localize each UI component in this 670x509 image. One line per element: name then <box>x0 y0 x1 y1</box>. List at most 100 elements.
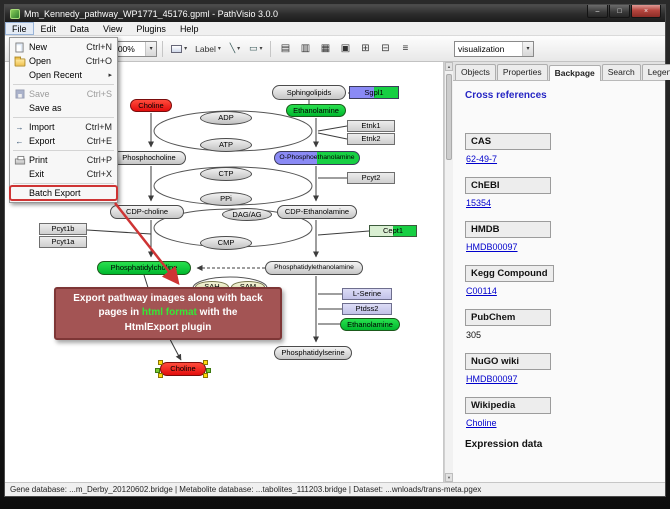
node-pcyt1a[interactable]: Pcyt1a <box>39 236 87 248</box>
menu-view[interactable]: View <box>103 23 123 34</box>
xref-section-wikipedia: Wikipedia Choline <box>465 395 653 428</box>
annotation-line2: pages in html format with the <box>99 306 238 321</box>
menu-item-label: Batch Export <box>29 188 81 198</box>
stack-horizontal-button[interactable]: ⊟ <box>376 40 394 58</box>
file-menu-open[interactable]: Open Ctrl+O <box>10 54 117 68</box>
close-button[interactable]: × <box>631 5 661 18</box>
selection-handle[interactable] <box>155 368 160 373</box>
selection-handle[interactable] <box>203 373 208 378</box>
xref-db-name: ChEBI <box>465 177 551 194</box>
node-ethanolamine-mid[interactable]: Ethanolamine <box>340 318 400 331</box>
file-menu-save[interactable]: Save Ctrl+S <box>10 87 117 101</box>
xref-db-name: Kegg Compound <box>465 265 554 282</box>
node-ctp[interactable]: CTP <box>200 167 252 181</box>
xref-section-kegg: Kegg Compound C00114 <box>465 263 653 296</box>
node-phosphocholine[interactable]: Phosphocholine <box>112 151 186 165</box>
xref-link[interactable]: Choline <box>466 418 497 428</box>
align-horizontal-button[interactable]: ▤ <box>276 40 294 58</box>
zoom-combobox[interactable]: 100% ▾ <box>109 40 158 57</box>
node-etnk2[interactable]: Etnk2 <box>347 133 395 145</box>
stack-vertical-icon: ⊞ <box>361 43 370 54</box>
chevron-down-icon[interactable]: ▾ <box>145 41 157 56</box>
app-icon <box>10 8 20 19</box>
xref-link[interactable]: 15354 <box>466 198 492 208</box>
menu-separator <box>13 183 114 184</box>
tab-properties[interactable]: Properties <box>496 64 548 80</box>
tab-objects[interactable]: Objects <box>455 64 496 80</box>
tab-legend[interactable]: Legend <box>641 64 670 80</box>
align-grid-icon: ▦ <box>320 43 331 54</box>
node-adp[interactable]: ADP <box>200 111 252 125</box>
xref-link[interactable]: HMDB00097 <box>466 242 518 252</box>
node-choline-selected[interactable]: Choline <box>155 360 211 378</box>
cross-references-heading: Cross references <box>465 90 547 101</box>
node-l-serine[interactable]: L-Serine <box>342 288 392 300</box>
node-ppi[interactable]: PPi <box>200 192 252 206</box>
menu-data[interactable]: Data <box>70 23 90 34</box>
node-choline-top[interactable]: Choline <box>130 99 172 112</box>
node-pcyt2[interactable]: Pcyt2 <box>347 172 395 184</box>
file-menu-export[interactable]: ← Export Ctrl+E <box>10 134 117 148</box>
menu-help[interactable]: Help <box>179 23 199 34</box>
shape-tool-button[interactable]: ▭▾ <box>246 40 266 58</box>
menu-item-label: Exit <box>29 169 45 179</box>
xref-link[interactable]: HMDB00097 <box>466 374 518 384</box>
tab-backpage[interactable]: Backpage <box>548 65 601 81</box>
file-menu-new[interactable]: New Ctrl+N <box>10 40 117 54</box>
annotation-highlight: html format <box>141 307 197 319</box>
distribute-button[interactable]: ≡ <box>396 40 414 58</box>
menu-edit[interactable]: Edit <box>40 23 57 34</box>
file-menu-batch-export[interactable]: Batch Export <box>9 185 118 201</box>
node-sphingolipids[interactable]: Sphingolipids <box>272 85 346 100</box>
scroll-down-icon[interactable]: ▼ <box>445 473 453 482</box>
xref-db-name: CAS <box>465 133 551 150</box>
datanode-tool-button[interactable]: ▾ <box>168 40 190 58</box>
xref-link[interactable]: 62-49-7 <box>466 154 498 164</box>
node-cmp[interactable]: CMP <box>200 236 252 250</box>
tab-search[interactable]: Search <box>601 64 641 80</box>
node-pcyt1b[interactable]: Pcyt1b <box>39 223 87 235</box>
file-menu-exit[interactable]: Exit Ctrl+X <box>10 167 117 181</box>
node-cdp-choline[interactable]: CDP-choline <box>110 205 184 219</box>
canvas-vertical-scrollbar[interactable]: ▲ ▼ <box>444 62 453 482</box>
node-phosphatidylethanolamine[interactable]: Phosphatidylethanolamine <box>265 261 363 275</box>
node-ptdss2[interactable]: Ptdss2 <box>342 303 392 315</box>
chevron-down-icon: ▾ <box>259 46 263 52</box>
node-sgpl1[interactable]: Sgpl1 <box>349 86 399 99</box>
file-menu-save-as[interactable]: Save as <box>10 101 117 115</box>
menu-plugins[interactable]: Plugins <box>136 23 166 34</box>
node-cdp-ethanolamine[interactable]: CDP-Ethanolamine <box>277 205 357 219</box>
node-phosphatidylserine[interactable]: Phosphatidylserine <box>274 346 352 360</box>
menu-item-label: Save as <box>29 103 62 113</box>
node-o-phosphoethanolamine[interactable]: O-Phosphoethanolamine <box>274 151 360 165</box>
selection-handle[interactable] <box>158 360 163 365</box>
node-cept1[interactable]: Cept1 <box>369 225 417 237</box>
file-menu-import[interactable]: → Import Ctrl+M <box>10 120 117 134</box>
align-grid-button[interactable]: ▦ <box>316 40 334 58</box>
scrollbar-thumb[interactable] <box>446 74 452 160</box>
node-atp[interactable]: ATP <box>200 138 252 152</box>
node-phosphatidylcholine[interactable]: Phosphatidylcholine <box>97 261 191 275</box>
stack-vertical-button[interactable]: ⊞ <box>356 40 374 58</box>
selection-handle[interactable] <box>203 360 208 365</box>
selection-handle[interactable] <box>158 373 163 378</box>
menu-item-label: Open <box>29 56 52 66</box>
chevron-down-icon[interactable]: ▾ <box>522 41 533 56</box>
file-menu-open-recent[interactable]: Open Recent ▸ <box>10 68 117 82</box>
node-dag[interactable]: DAG/AG <box>222 208 272 221</box>
menu-file[interactable]: File <box>5 22 34 35</box>
xref-link[interactable]: C00114 <box>466 286 497 296</box>
visualization-combobox[interactable]: visualization ▾ <box>454 40 534 57</box>
node-etnk1[interactable]: Etnk1 <box>347 120 395 132</box>
label-tool-button[interactable]: Label▾ <box>192 40 224 58</box>
maximize-button[interactable]: □ <box>609 5 630 18</box>
selection-handle[interactable] <box>206 368 211 373</box>
node-ethanolamine-top[interactable]: Ethanolamine <box>286 104 346 117</box>
minimize-button[interactable]: – <box>587 5 608 18</box>
menu-item-label: Print <box>29 155 48 165</box>
file-menu-print[interactable]: Print Ctrl+P <box>10 153 117 167</box>
align-vertical-button[interactable]: ▥ <box>296 40 314 58</box>
line-tool-button[interactable]: ╲▾ <box>226 40 244 58</box>
scroll-up-icon[interactable]: ▲ <box>445 62 453 71</box>
common-size-button[interactable]: ▣ <box>336 40 354 58</box>
